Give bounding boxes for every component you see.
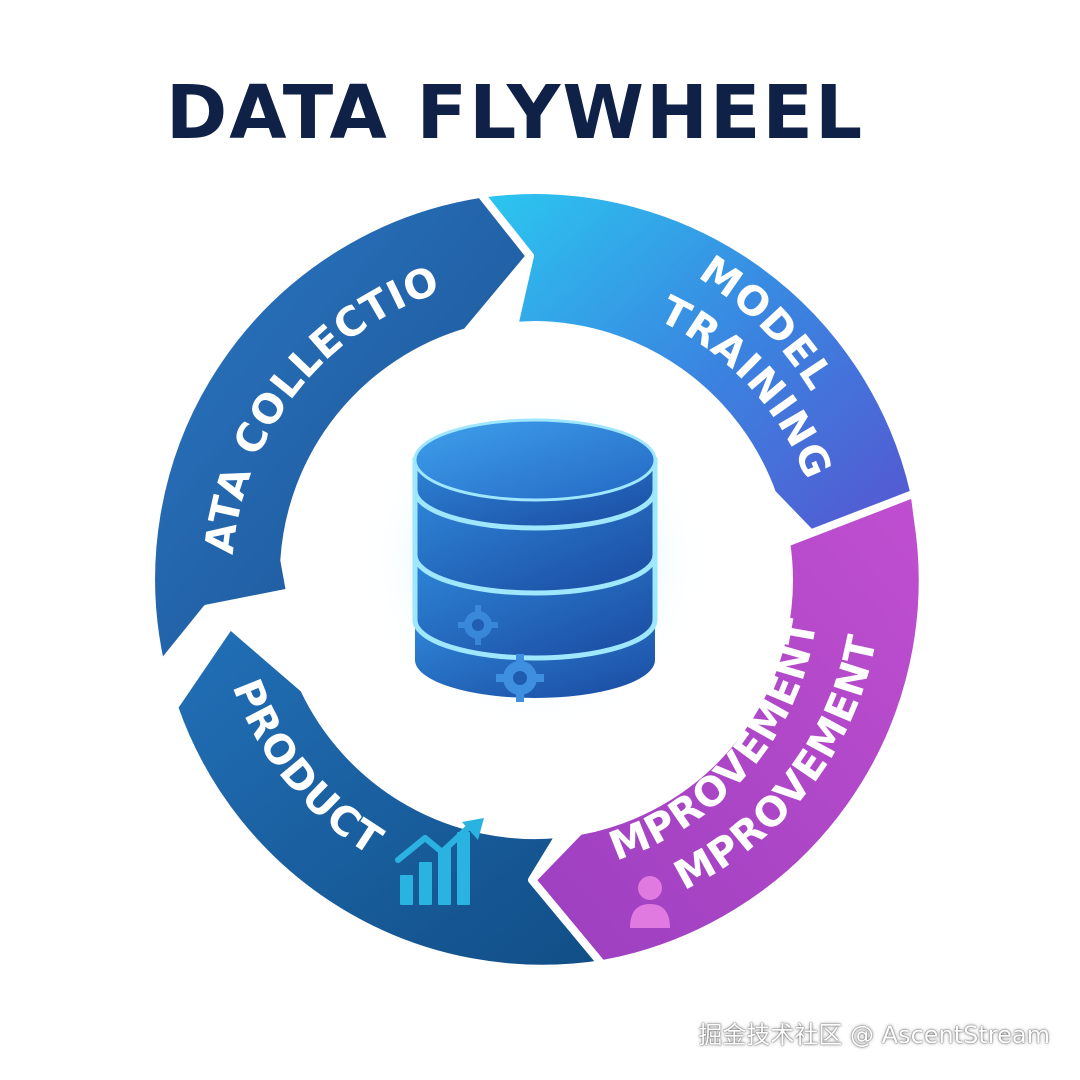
segment-product [170, 621, 606, 973]
label-improvement-inner: IMPROVEMENT [0, 0, 827, 870]
diagram-title: DATA FLYWHEEL [165, 70, 865, 156]
gear-icon [458, 605, 498, 645]
segment-data-collection [147, 189, 534, 670]
database-icon [412, 418, 658, 698]
watermark-text: 掘金技术社区 @ AscentStream [698, 1021, 1050, 1049]
growth-chart-icon [395, 818, 484, 905]
segment-model-training [476, 186, 919, 579]
person-icon [630, 876, 670, 928]
gear-icon [496, 654, 544, 702]
segment-improvement [528, 489, 927, 969]
